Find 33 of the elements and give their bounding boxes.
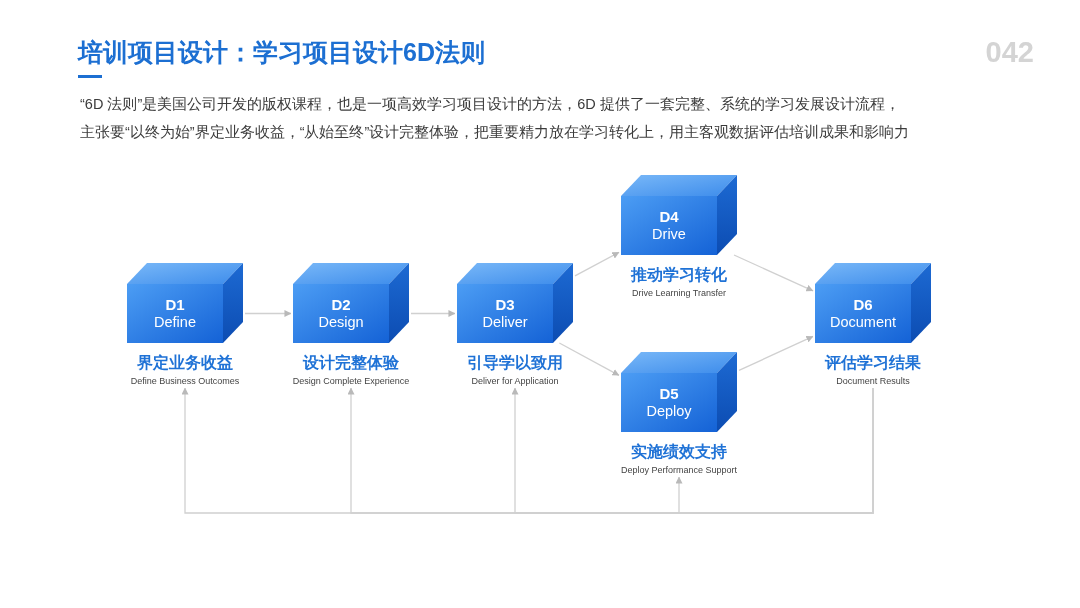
arrow xyxy=(410,310,456,317)
arrow xyxy=(244,310,292,317)
step-subtitle: Define Business Outcomes xyxy=(130,375,240,388)
page-title: 培训项目设计：学习项目设计6D法则 xyxy=(78,37,485,68)
step-name: Design xyxy=(318,313,364,331)
step-code: D6 xyxy=(853,296,873,313)
step-title: 界定业务收益 xyxy=(137,353,233,373)
step-subtitle: Document Results xyxy=(836,375,910,388)
step-code: D1 xyxy=(165,296,185,313)
arrow xyxy=(574,251,620,277)
arrow xyxy=(738,335,814,372)
step-title: 设计完整体验 xyxy=(303,353,399,373)
step-title: 实施绩效支持 xyxy=(631,442,727,462)
step-subtitle: Drive Learning Transfer xyxy=(631,287,726,300)
step-name: Deliver xyxy=(482,313,528,331)
step-code: D2 xyxy=(331,296,351,313)
step-title: 引导学以致用 xyxy=(467,353,563,373)
step-name: Drive xyxy=(652,225,686,243)
intro-paragraph: “6D 法则”是美国公司开发的版权课程，也是一项高效学习项目设计的方法，6D 提供了一套完整、系统的学习发展设计流程，主张要“以终为始”界定业务收益，“从始至终”设计完整体验，把重要精力放在学习转化上，用主客观数据评估培训成果和影响力 xyxy=(80,95,910,142)
step-name: Define xyxy=(154,313,196,331)
step-name: Document xyxy=(829,313,897,331)
arrow xyxy=(733,254,814,292)
step-subtitle: Deliver for Application xyxy=(471,375,559,388)
arrow xyxy=(558,342,620,376)
step-title: 评估学习结果 xyxy=(825,353,921,373)
step-code: D5 xyxy=(659,385,679,402)
step-name: Deploy xyxy=(646,402,692,420)
step-code: D3 xyxy=(495,296,515,313)
step-subtitle: Design Complete Experience xyxy=(292,375,410,388)
step-code: D4 xyxy=(659,208,679,225)
step-subtitle: Deploy Performance Support xyxy=(620,464,738,477)
arrow xyxy=(675,387,874,514)
step-title: 推动学习转化 xyxy=(631,265,727,285)
